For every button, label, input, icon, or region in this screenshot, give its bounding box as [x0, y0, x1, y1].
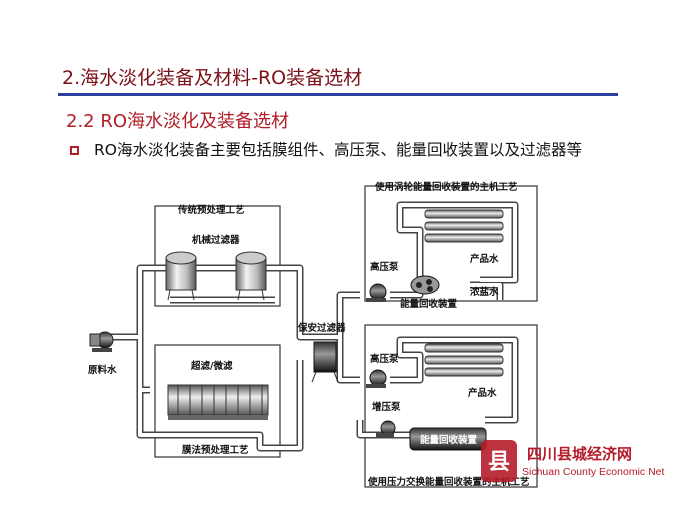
- membrane-pretreat-box: [154, 344, 281, 458]
- label-membrane-pretreat: 膜法预处理工艺: [181, 444, 249, 456]
- label-ultra-micro-filter: 超滤/微滤: [190, 360, 233, 372]
- label-energy-recovery-2: 能量回收装置: [420, 434, 478, 446]
- label-mechanical-filter: 机械过滤器: [192, 234, 240, 246]
- watermark-name-en: Sichuan County Economic Net: [522, 466, 664, 478]
- label-booster-pump: 增压泵: [372, 401, 401, 413]
- watermark-name-cn: 四川县城经济网: [527, 445, 632, 463]
- turbine-process-box: [364, 185, 538, 302]
- high-pressure-pump-top: [366, 283, 387, 302]
- label-product-water-1: 产品水: [470, 253, 499, 265]
- raw-water-pump: [89, 331, 114, 352]
- watermark: 县 四川县城经济网 Sichuan County Economic Net: [481, 440, 664, 482]
- label-traditional-pretreat: 传统预处理工艺: [177, 204, 245, 216]
- watermark-logo-char: 县: [488, 449, 510, 475]
- section-subtitle: 2.2 RO海水淡化及装备选材: [66, 111, 290, 132]
- ro-membranes-top: [424, 209, 504, 243]
- label-turbine-process: 使用涡轮能量回收装置的主机工艺: [374, 181, 518, 193]
- label-security-filter: 保安过滤器: [297, 322, 346, 334]
- label-brine: 浓盐水: [470, 286, 499, 298]
- label-energy-recovery-1: 能量回收装置: [400, 298, 458, 310]
- title-divider: [58, 93, 618, 96]
- label-high-pressure-pump-1: 高压泵: [370, 261, 399, 273]
- high-pressure-pump-bottom: [366, 369, 387, 388]
- label-high-pressure-pump-2: 高压泵: [370, 353, 399, 365]
- watermark-logo: [481, 440, 517, 482]
- ro-membranes-bottom: [424, 343, 504, 377]
- bullet-square-icon: [70, 146, 79, 155]
- pressure-exchanger: [409, 427, 487, 451]
- label-raw-water: 原料水: [88, 364, 117, 376]
- pressure-exchange-box: [364, 324, 538, 488]
- turbine-energy-recovery: [410, 275, 440, 295]
- traditional-pretreat-box: [154, 205, 281, 307]
- bullet-text: RO海水淡化装备主要包括膜组件、高压泵、能量回收装置以及过滤器等: [94, 141, 582, 159]
- slide-title: 2.海水淡化装备及材料-RO装备选材: [62, 67, 363, 89]
- label-product-water-2: 产品水: [468, 387, 497, 399]
- mechanical-filter-tanks: [165, 251, 267, 301]
- booster-pump: [376, 420, 396, 437]
- security-filter: [311, 341, 339, 383]
- uf-mf-modules: [167, 384, 269, 420]
